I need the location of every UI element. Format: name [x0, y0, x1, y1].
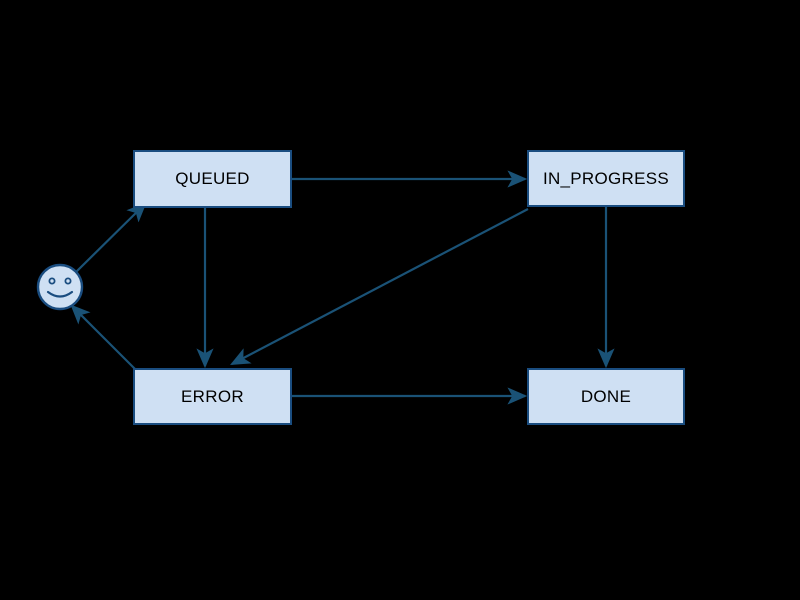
- smiley-mouth-icon: [46, 290, 74, 298]
- edge-in_progress-to-error: [230, 208, 529, 366]
- state-node-in_progress[interactable]: IN_PROGRESS: [527, 150, 685, 207]
- edges-group: [70, 170, 615, 405]
- state-node-error[interactable]: ERROR: [133, 368, 292, 425]
- state-node-label: QUEUED: [175, 169, 250, 188]
- edge-error-to-start: [70, 304, 139, 373]
- state-node-label: ERROR: [181, 386, 244, 406]
- state-node-label: DONE: [580, 386, 632, 406]
- state-node-done[interactable]: DONE: [527, 368, 685, 425]
- start-node-smiley[interactable]: [36, 263, 84, 311]
- state-node-queued[interactable]: QUEUED: [133, 150, 292, 208]
- smiley-face-icon: [36, 263, 84, 311]
- smiley-left-eye-icon: [48, 277, 56, 285]
- state-node-label: IN_PROGRESS: [542, 168, 670, 188]
- edge-start-to-queued: [75, 202, 147, 273]
- smiley-right-eye-icon: [64, 277, 72, 285]
